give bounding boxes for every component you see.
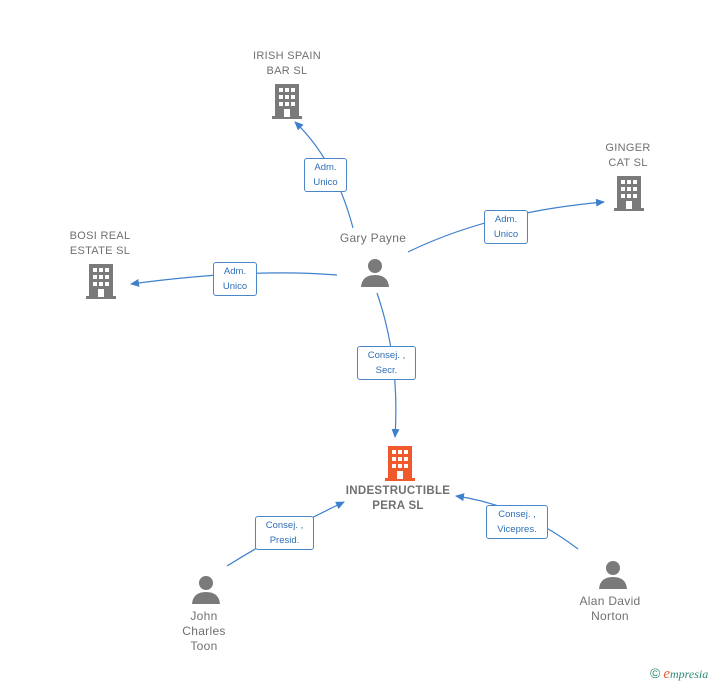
edge-label-line: Vicepres. [497, 524, 537, 535]
edge-label-john-indestructible: Consej. , Presid. [255, 516, 314, 550]
brand-initial: e [663, 666, 670, 682]
copyright-symbol: © [650, 665, 661, 681]
person-icon [192, 576, 220, 604]
building-icon [86, 264, 116, 299]
edge-label-line: Adm. [314, 162, 337, 173]
edge-label-line: Consej. , [265, 520, 304, 531]
edge-label-line: Consej. , [367, 350, 406, 361]
building-icon [385, 446, 415, 481]
edge-label-line: Adm. [223, 266, 247, 277]
node-label-bosi-real-estate[interactable]: BOSI REAL ESTATE SL [69, 230, 131, 257]
edge-label-line: Consej. , [498, 509, 536, 520]
edge-label-line: Unico [222, 281, 248, 292]
node-label-irish-spain-bar[interactable]: IRISH SPAIN BAR SL [253, 50, 321, 77]
edge-label-line: Adm. [494, 214, 518, 225]
edge-label-gary-bosi: Adm. Unico [213, 262, 257, 296]
edge-label-alan-indestructible: Consej. , Vicepres. [486, 505, 548, 539]
person-icon [599, 561, 627, 589]
edge-label-gary-ginger: Adm. Unico [484, 210, 528, 244]
edge-label-line: Unico [313, 177, 338, 188]
person-icon [361, 259, 389, 287]
building-icon [614, 176, 644, 211]
edge-label-gary-irish: Adm. Unico [304, 158, 347, 192]
edge-label-line: Secr. [375, 365, 398, 376]
node-label-john-charles-toon[interactable]: John Charles Toon [182, 609, 226, 653]
building-icon [272, 84, 302, 119]
node-label-alan-david-norton[interactable]: Alan David Norton [579, 594, 641, 623]
node-label-indestructible-pera[interactable]: INDESTRUCTIBLE PERA SL [345, 485, 451, 512]
edge-label-line: Presid. [269, 535, 300, 546]
empresia-logo[interactable]: © empresia [650, 665, 708, 683]
brand-name: mpresia [670, 667, 709, 681]
edge-label-line: Unico [493, 229, 519, 240]
edge-label-gary-indestructible: Consej. , Secr. [357, 346, 416, 380]
node-label-ginger-cat[interactable]: GINGER CAT SL [605, 142, 651, 169]
node-label-gary-payne[interactable]: Gary Payne [339, 231, 407, 245]
